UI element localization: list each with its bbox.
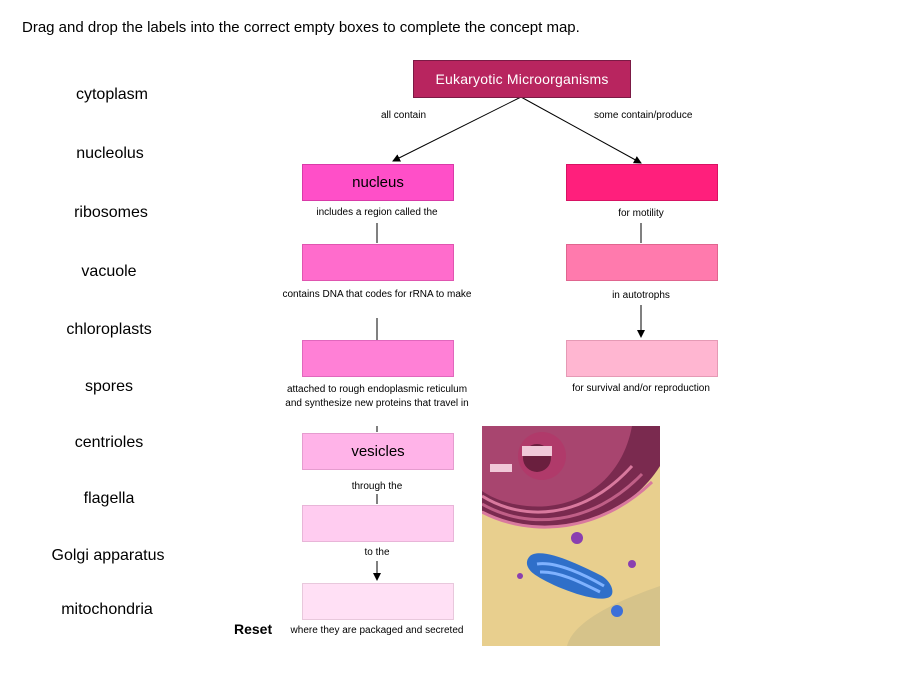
label-nucleolus[interactable]: nucleolus [76, 145, 144, 162]
label-golgi-apparatus[interactable]: Golgi apparatus [51, 547, 165, 564]
instructions-text: Drag and drop the labels into the correc… [22, 19, 580, 36]
connector-text-l4: through the [351, 481, 403, 492]
drop-box-l3[interactable] [302, 340, 454, 377]
right-relation-label: some contain/produce [594, 110, 693, 121]
left-relation-label: all contain [381, 110, 427, 121]
label-ribosomes[interactable]: ribosomes [74, 204, 148, 221]
connector-text-l2: contains DNA that codes for rRNA to make [282, 288, 472, 302]
connector-text-l5: to the [364, 547, 390, 558]
drop-box-r3[interactable] [566, 340, 718, 377]
drop-box-l2[interactable] [302, 244, 454, 281]
label-flagella[interactable]: flagella [83, 490, 135, 507]
connector-text-r1: for motility [618, 208, 664, 219]
connector-text-l2-content: contains DNA that codes for rRNA to make [282, 289, 472, 300]
connector-text-r2: in autotrophs [612, 290, 670, 301]
drop-box-r2[interactable] [566, 244, 718, 281]
label-mitochondria[interactable]: mitochondria [61, 601, 153, 618]
root-node: Eukaryotic Microorganisms [413, 60, 631, 98]
cell-illustration [482, 426, 660, 646]
drop-box-r1[interactable] [566, 164, 718, 201]
drop-box-l5[interactable] [302, 505, 454, 542]
label-cytoplasm[interactable]: cytoplasm [75, 86, 149, 103]
connector-text-l1: includes a region called the [316, 207, 438, 218]
label-spores[interactable]: spores [84, 378, 134, 395]
box-vesicles[interactable]: vesicles [302, 433, 454, 470]
connector-text-l6: where they are packaged and secreted [290, 625, 464, 636]
connector-text-r3: for survival and/or reproduction [572, 383, 710, 394]
drop-box-l6[interactable] [302, 583, 454, 620]
label-vacuole[interactable]: vacuole [81, 263, 137, 280]
connector-text-l3: attached to rough endoplasmic reticulum … [285, 384, 469, 409]
label-centrioles[interactable]: centrioles [74, 434, 144, 451]
box-nucleus[interactable]: nucleus [302, 164, 454, 201]
label-chloroplasts[interactable]: chloroplasts [66, 321, 152, 338]
reset-button[interactable]: Reset [234, 621, 273, 637]
